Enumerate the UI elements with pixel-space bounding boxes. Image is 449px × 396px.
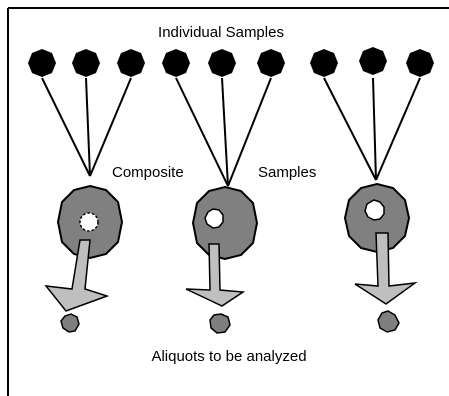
connector-line — [323, 77, 377, 181]
down-arrow — [44, 239, 110, 312]
down-arrow — [354, 232, 418, 305]
individual-sample — [310, 49, 338, 77]
connector-line — [175, 77, 229, 187]
individual-sample — [359, 47, 387, 75]
connector-line — [85, 77, 91, 177]
individual-sample — [28, 49, 56, 77]
composite-hole-dashed — [79, 212, 99, 232]
aliquot — [209, 313, 231, 334]
connector-line — [372, 77, 377, 181]
aliquot — [377, 310, 400, 333]
connector-line — [89, 77, 132, 177]
composite-hole — [204, 208, 224, 229]
group-3 — [310, 47, 434, 333]
group-2 — [162, 49, 285, 334]
composite-hole — [364, 199, 385, 221]
connector-line — [221, 77, 229, 187]
individual-sample — [208, 49, 236, 77]
individual-sample — [162, 49, 190, 77]
aliquot — [60, 313, 80, 333]
individual-sample — [406, 49, 434, 77]
label-composite: Composite — [112, 164, 184, 181]
down-arrow — [185, 243, 246, 307]
label-samples: Samples — [258, 164, 316, 181]
composite-sample — [191, 185, 259, 261]
connector-line — [41, 77, 91, 177]
title-individual-samples: Individual Samples — [158, 24, 284, 41]
individual-sample — [72, 49, 100, 77]
connector-line — [227, 77, 272, 187]
connector-line — [375, 77, 421, 181]
individual-sample — [257, 49, 285, 77]
group-1 — [28, 49, 145, 333]
label-aliquots: Aliquots to be analyzed — [151, 348, 306, 365]
individual-sample — [117, 49, 145, 77]
